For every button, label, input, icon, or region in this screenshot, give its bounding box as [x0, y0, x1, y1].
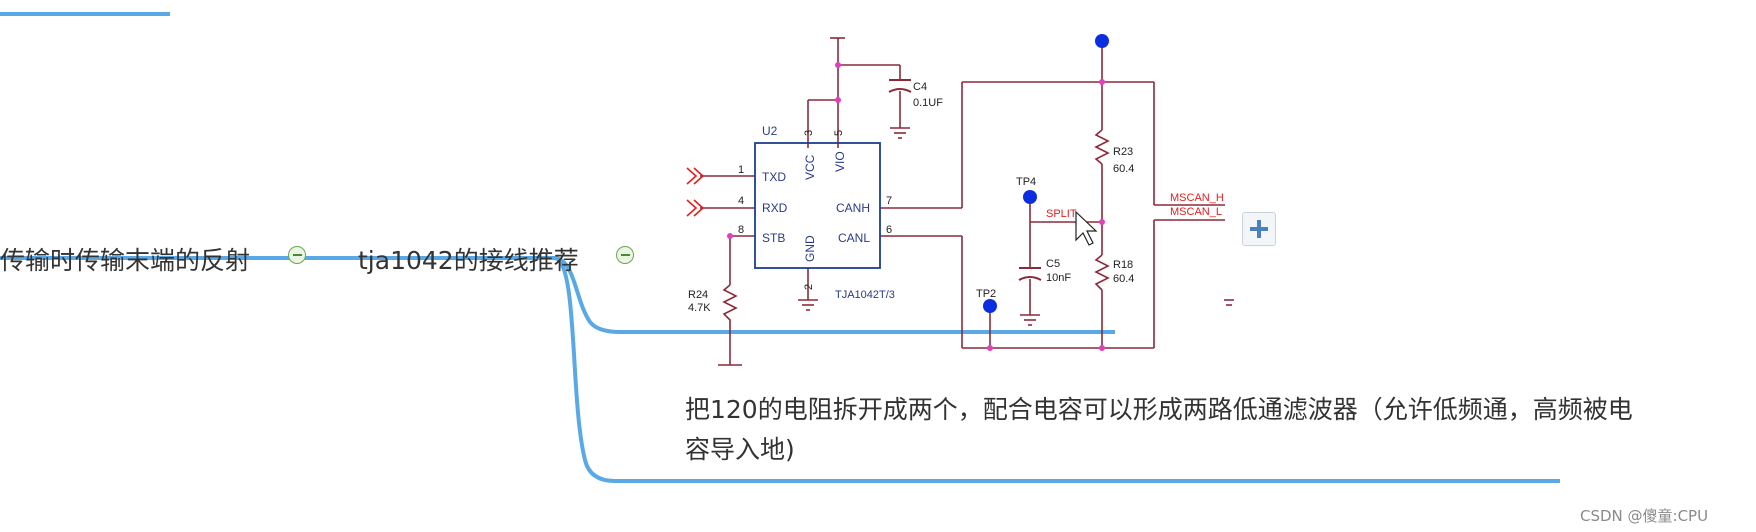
- note-text: 把120的电阻拆开成两个，配合电容可以形成两路低通滤波器（允许低频通，高频被电容…: [685, 395, 1633, 464]
- plus-icon[interactable]: [1242, 212, 1276, 246]
- node-reflection[interactable]: 传输时传输末端的反射: [0, 246, 251, 275]
- c5-ref: C5: [1046, 258, 1060, 270]
- branch-to-note: [554, 256, 1560, 483]
- r23-ref: R23: [1113, 146, 1133, 158]
- mscan-h-net: MSCAN_H: [1170, 192, 1224, 204]
- pin-canl: CANL: [838, 231, 870, 245]
- pin-gnd: GND: [803, 235, 817, 262]
- pin-txd: TXD: [762, 170, 786, 184]
- pin-num-3: 3: [803, 130, 815, 136]
- pin-canh: CANH: [836, 201, 870, 215]
- chip-ref: U2: [762, 124, 778, 138]
- r24-value: 4.7K: [688, 302, 711, 314]
- r18-ref: R18: [1113, 259, 1133, 271]
- pin-vcc: VCC: [803, 154, 817, 180]
- split-net: SPLIT: [1046, 208, 1077, 220]
- pin-num-5: 5: [833, 130, 845, 136]
- chip-part: TJA1042T/3: [835, 289, 895, 301]
- mscan-l-net: MSCAN_L: [1170, 206, 1222, 218]
- r18-value: 60.4: [1113, 273, 1134, 285]
- pin-stb: STB: [762, 231, 785, 245]
- pin-num-8: 8: [738, 224, 744, 236]
- node-tja1042[interactable]: tja1042的接线推荐: [358, 246, 579, 275]
- c5-value: 10nF: [1046, 272, 1071, 284]
- r24-ref: R24: [688, 289, 708, 301]
- c4-ref: C4: [913, 81, 927, 93]
- pin-num-6: 6: [886, 224, 892, 236]
- plus-glyph: [1250, 220, 1268, 238]
- csdn-watermark: CSDN @傻童:CPU: [1580, 507, 1709, 525]
- pin-num-7: 7: [886, 195, 892, 207]
- pin-num-2: 2: [803, 284, 815, 290]
- branch-to-schematic: [554, 256, 1115, 334]
- tp2-label: TP2: [976, 288, 996, 300]
- tp4-label: TP4: [1016, 176, 1036, 188]
- collapse-reflection-icon[interactable]: [288, 246, 306, 264]
- collapse-tja1042-icon[interactable]: [616, 246, 634, 264]
- pin-num-1: 1: [738, 164, 744, 176]
- pin-num-4: 4: [738, 195, 744, 207]
- r23-value: 60.4: [1113, 163, 1134, 175]
- c4-value: 0.1UF: [913, 97, 943, 109]
- pin-vio: VIO: [833, 151, 847, 172]
- pin-rxd: RXD: [762, 201, 788, 215]
